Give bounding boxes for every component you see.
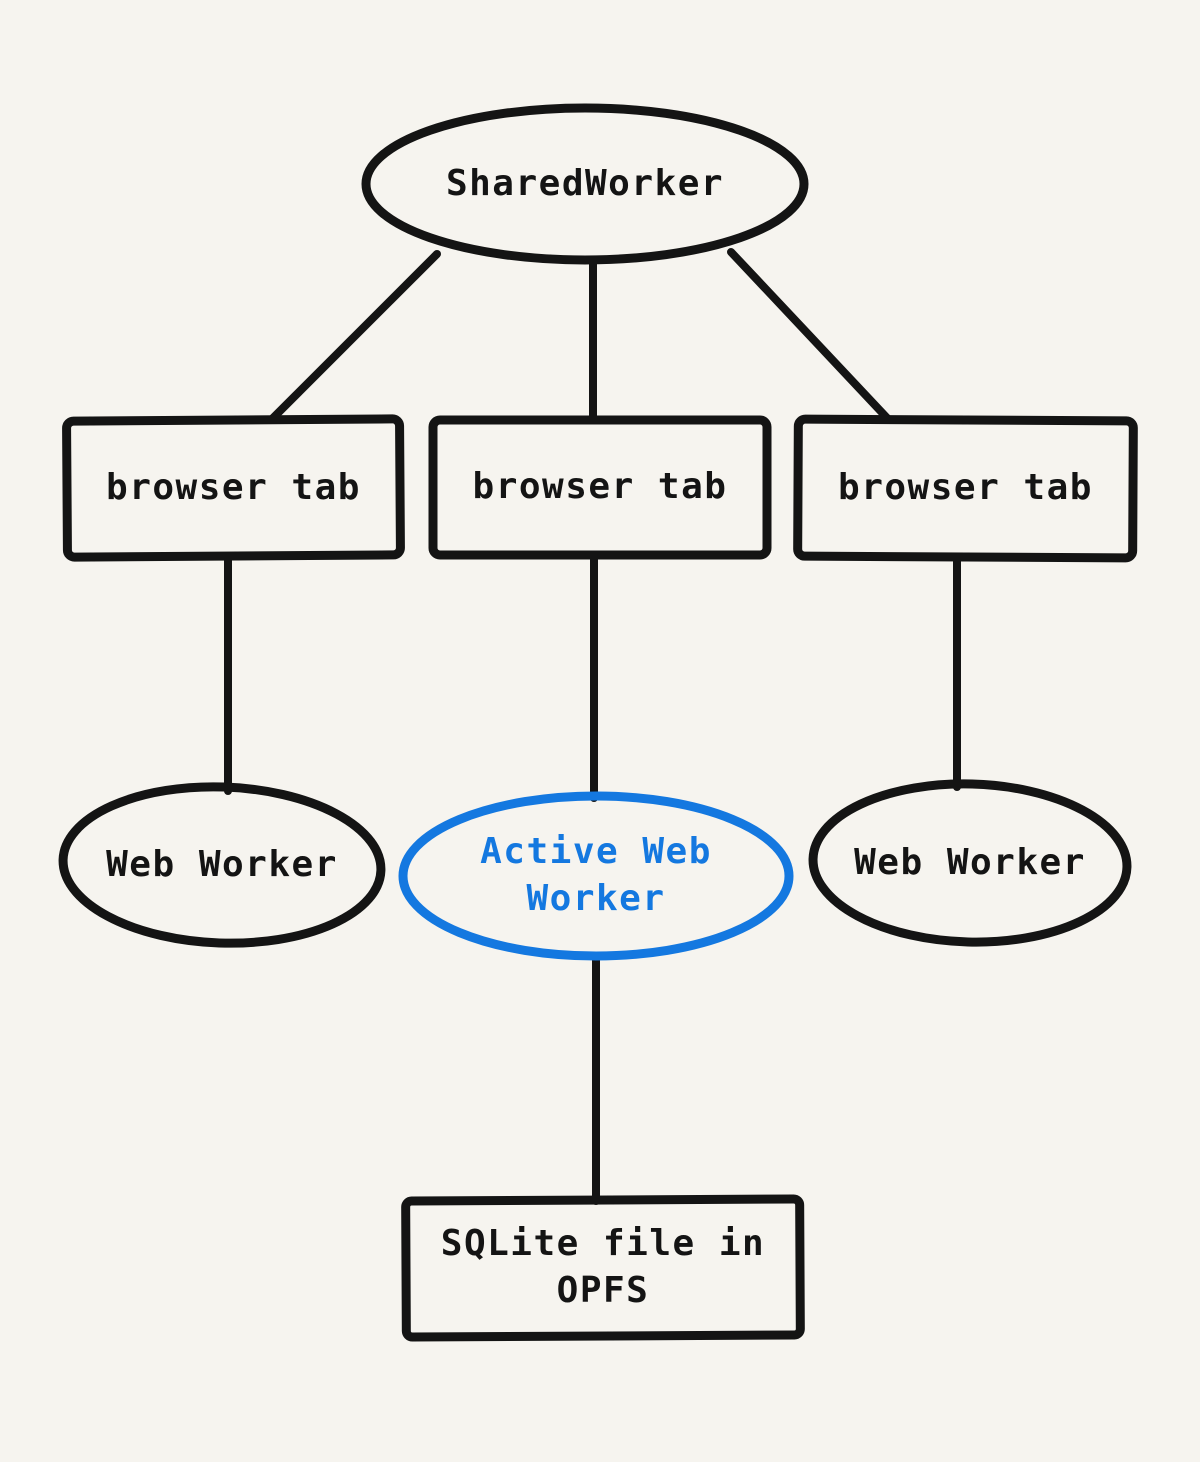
edge-sharedworker-tab-right: [727, 248, 893, 424]
node-active-web-worker-ellipse: [398, 791, 794, 961]
edge-sharedworker-tab-left: [267, 250, 441, 424]
sqlite-opfs-label: SQLite file in OPFS: [440, 1223, 766, 1311]
node-browser-tab-right-rect: [793, 414, 1138, 563]
active-web-worker-label: Active Web Worker: [480, 831, 712, 919]
browser-tab-left-label: browser tab: [106, 466, 361, 508]
browser-tab-center-label: browser tab: [472, 466, 728, 508]
shared-worker-label: SharedWorker: [445, 162, 725, 204]
node-browser-tab-left-rect: [62, 414, 405, 562]
node-web-worker-left-ellipse: [58, 782, 386, 948]
node-sqlite-rect: [401, 1194, 805, 1342]
node-web-worker-right-ellipse: [808, 779, 1132, 947]
web-worker-right-label: Web Worker: [854, 841, 1086, 883]
web-worker-left-label: Web Worker: [106, 843, 338, 885]
browser-tab-right-label: browser tab: [838, 467, 1093, 509]
node-browser-tab-center-rect: [428, 415, 772, 560]
node-shared-worker-ellipse: [361, 103, 809, 265]
